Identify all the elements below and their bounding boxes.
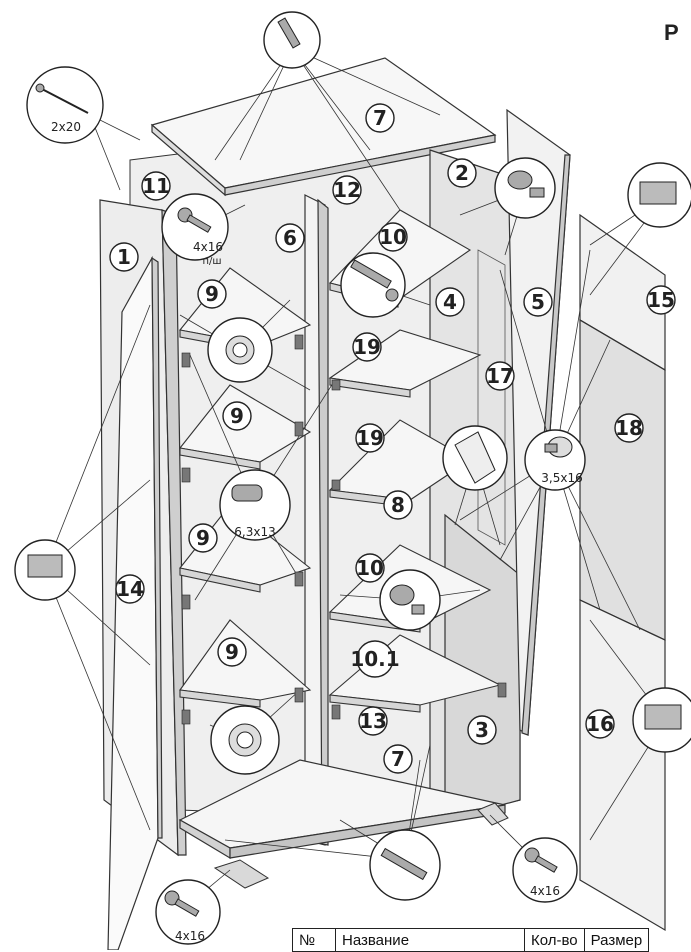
left-door xyxy=(107,255,163,950)
confirmat-icon xyxy=(231,484,263,502)
part-19-b: 19 xyxy=(356,426,384,450)
euro-screw-icon xyxy=(544,436,573,458)
col-qty: Кол-во xyxy=(524,928,585,952)
screw-icon xyxy=(380,847,428,881)
shelf-brackets xyxy=(181,334,507,725)
hinge-icon xyxy=(639,181,677,205)
hinge-icon xyxy=(644,704,682,730)
part-14: 14 xyxy=(116,577,144,601)
cam-lock-icon xyxy=(507,170,545,198)
col-number: № xyxy=(292,928,336,952)
parts-table: № Название Кол-во Размер xyxy=(292,928,650,952)
cam-lock-icon xyxy=(389,584,425,615)
part-4: 4 xyxy=(443,290,457,314)
part-17: 17 xyxy=(486,364,514,388)
part-5: 5 xyxy=(531,290,545,314)
nail-size-label: 2x20 xyxy=(51,120,81,134)
part-9-b: 9 xyxy=(230,404,244,428)
part-13: 13 xyxy=(359,709,387,733)
left-shelves xyxy=(178,267,312,708)
screw-4x16-label: 4x16 xyxy=(193,240,223,254)
plinth-feet xyxy=(213,802,509,889)
right-door-panels xyxy=(579,213,666,932)
fastener-labels: 2x20 4x16 п/ш 6,3x13 3,5x16 4x16 4x16 xyxy=(51,120,583,943)
part-3: 3 xyxy=(475,718,489,742)
plug-icon xyxy=(225,335,255,365)
part-7-bottom: 7 xyxy=(391,747,405,771)
part-7-top: 7 xyxy=(373,106,387,130)
part-18: 18 xyxy=(615,416,643,440)
col-size: Размер xyxy=(583,928,650,952)
part-9-c: 9 xyxy=(196,526,210,550)
screw-4x16-label-right: 4x16 xyxy=(530,884,560,898)
screw-4x16-callout xyxy=(161,193,229,261)
part-15: 15 xyxy=(647,288,675,312)
screw-4x16-sub-label: п/ш xyxy=(202,256,221,267)
table-header-row: № Название Кол-во Размер xyxy=(292,928,650,952)
part-9-d: 9 xyxy=(225,640,239,664)
part-badges xyxy=(109,103,676,774)
part-10-1: 10.1 xyxy=(350,647,399,671)
part-11: 11 xyxy=(142,174,170,198)
page-title: Р xyxy=(664,20,679,45)
part-8: 8 xyxy=(391,493,405,517)
confirmat-size-label: 6,3x13 xyxy=(234,525,275,539)
part-9-a: 9 xyxy=(205,282,219,306)
screw-icon xyxy=(277,17,301,49)
part-1: 1 xyxy=(117,245,131,269)
hinge-icon xyxy=(27,554,63,578)
part-10-bottom: 10 xyxy=(356,556,384,580)
part-12: 12 xyxy=(333,178,361,202)
center-divider xyxy=(304,194,329,846)
bottom-panel xyxy=(178,759,506,860)
screw-icon xyxy=(164,890,200,917)
screw-icon xyxy=(524,847,558,873)
part-16: 16 xyxy=(586,712,614,736)
euro-screw-size-label: 3,5x16 xyxy=(541,471,582,485)
part-6: 6 xyxy=(283,226,297,250)
col-name: Название xyxy=(335,928,525,952)
screw-icon xyxy=(177,207,212,233)
fastener-icons xyxy=(27,17,682,917)
part-19-a: 19 xyxy=(353,335,381,359)
glass-holder-icon xyxy=(454,431,496,484)
part-2: 2 xyxy=(455,161,469,185)
nail-callout xyxy=(26,66,104,144)
dowel-callout xyxy=(340,252,406,318)
part-10-top: 10 xyxy=(379,225,407,249)
dowel-icon xyxy=(350,259,399,302)
part-numbers: 7 11 12 2 1 6 10 4 5 9 19 17 9 19 18 8 9… xyxy=(116,106,675,771)
top-panel xyxy=(150,57,497,197)
nail-icon xyxy=(35,83,89,114)
plug-icon xyxy=(228,723,262,757)
screw-4x16-label-left: 4x16 xyxy=(175,929,205,943)
